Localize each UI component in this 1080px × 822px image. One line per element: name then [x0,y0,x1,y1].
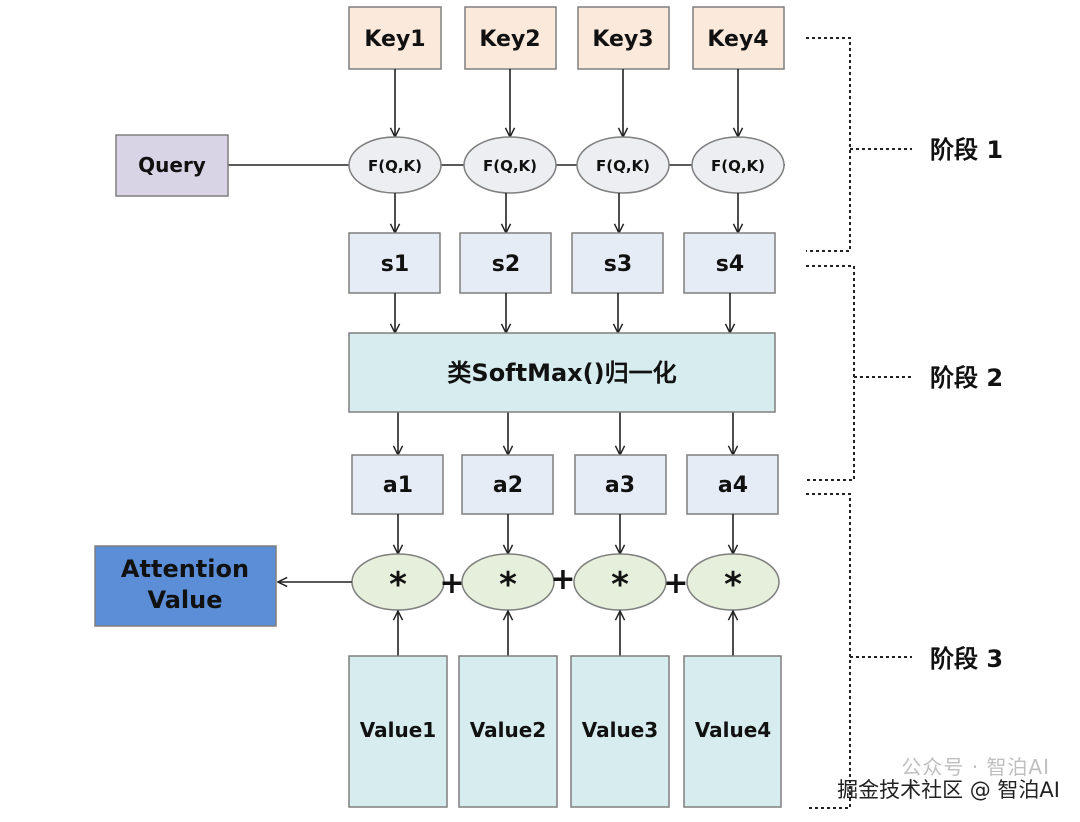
stage-3-bracket [806,493,912,809]
stage-2-label: 阶段 2 [930,364,1003,392]
plus-sign-2: + [550,562,575,597]
weight-label: a2 [493,473,523,498]
attention-label-line1: Attention [121,555,249,583]
key-label: Key3 [592,27,653,52]
stage-1-bracket [806,37,912,252]
attention-label-line2: Value [147,586,222,614]
column-1: Key1 F(Q,K) s1 a1 * Value1 [348,6,448,808]
value-label: Value2 [470,718,546,742]
func-label: F(Q,K) [483,157,537,175]
value-label: Value3 [582,718,658,742]
multiply-label: * [724,565,742,605]
weight-label: a4 [718,473,748,498]
multiply-node [573,553,667,611]
score-label: s3 [604,252,632,277]
column-3: Key3 F(Q,K) s3 a3 * Value3 [570,6,670,808]
stage-1-label: 阶段 1 [930,136,1003,164]
column-4: Key4 F(Q,K) s4 a4 * Value4 [683,6,785,808]
func-label: F(Q,K) [711,157,765,175]
softmax-label: 类SoftMax()归一化 [447,359,676,387]
watermark-main: 掘金技术社区 @ 智泊AI [837,778,1060,802]
plus-sign-3: + [663,566,688,601]
key-box [464,6,557,70]
column-2: Key2 F(Q,K) s2 a2 * Value2 [458,6,558,808]
value-label: Value1 [360,718,436,742]
value-box [348,655,448,808]
func-node [463,136,557,194]
multiply-node [686,553,780,611]
multiply-label: * [611,565,629,605]
key-label: Key4 [707,27,768,52]
weight-box [461,454,554,515]
value-box [458,655,558,808]
plus-sign-1: + [439,566,464,601]
score-box [348,232,441,294]
func-label: F(Q,K) [596,157,650,175]
watermark-faded: 公众号 · 智泊AI [901,755,1050,779]
stage-3-label: 阶段 3 [930,645,1003,673]
weight-box [574,454,667,515]
multiply-label: * [389,565,407,605]
score-label: s4 [716,252,744,277]
key-box [577,6,670,70]
weight-box [686,454,779,515]
func-label: F(Q,K) [368,157,422,175]
weight-label: a3 [605,473,635,498]
attention-value-node: Attention Value [94,545,277,627]
key-label: Key2 [479,27,540,52]
multiply-label: * [499,565,517,605]
value-box [570,655,670,808]
key-label: Key1 [364,27,425,52]
query-node: Query [115,134,229,197]
stage-2-bracket [806,265,912,481]
weight-box [351,454,444,515]
weight-label: a1 [383,473,413,498]
query-label: Query [138,153,206,177]
score-label: s2 [492,252,520,277]
value-box [683,655,782,808]
score-label: s1 [381,252,409,277]
score-box [683,232,776,294]
key-box [348,6,442,70]
func-node [576,136,670,194]
value-label: Value4 [695,718,771,742]
softmax-node: 类SoftMax()归一化 [348,332,776,413]
multiply-node [461,553,555,611]
score-box [571,232,664,294]
